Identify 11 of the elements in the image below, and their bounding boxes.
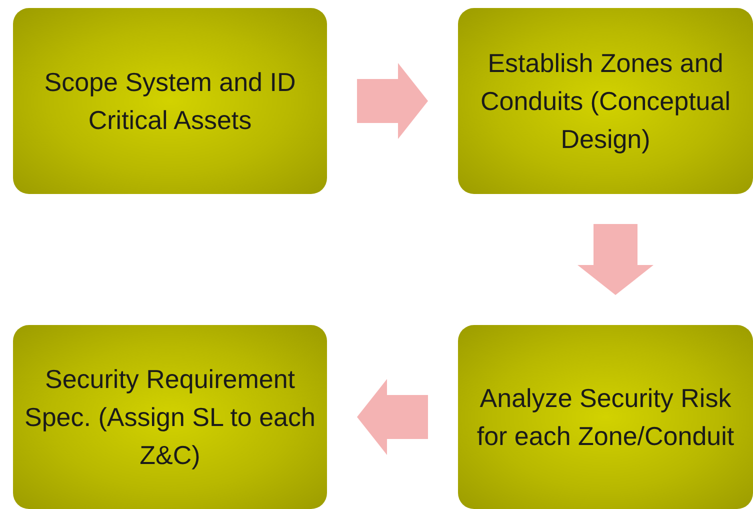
block-arrow <box>578 224 654 295</box>
step-text: Scope System and ID Critical Assets <box>43 66 297 137</box>
step-text: Security Requirement Spec. (Assign SL to each Z&C) <box>24 363 316 472</box>
process-box <box>458 8 753 194</box>
step-text: Analyze Security Risk for each Zone/Conduit <box>476 382 736 453</box>
process-box <box>458 325 753 509</box>
step-text: Establish Zones and Conduits (Conceptual Design) <box>479 47 732 156</box>
process-box <box>13 8 327 194</box>
process-box <box>13 325 327 509</box>
block-arrow <box>357 379 428 455</box>
block-arrow <box>357 63 428 139</box>
